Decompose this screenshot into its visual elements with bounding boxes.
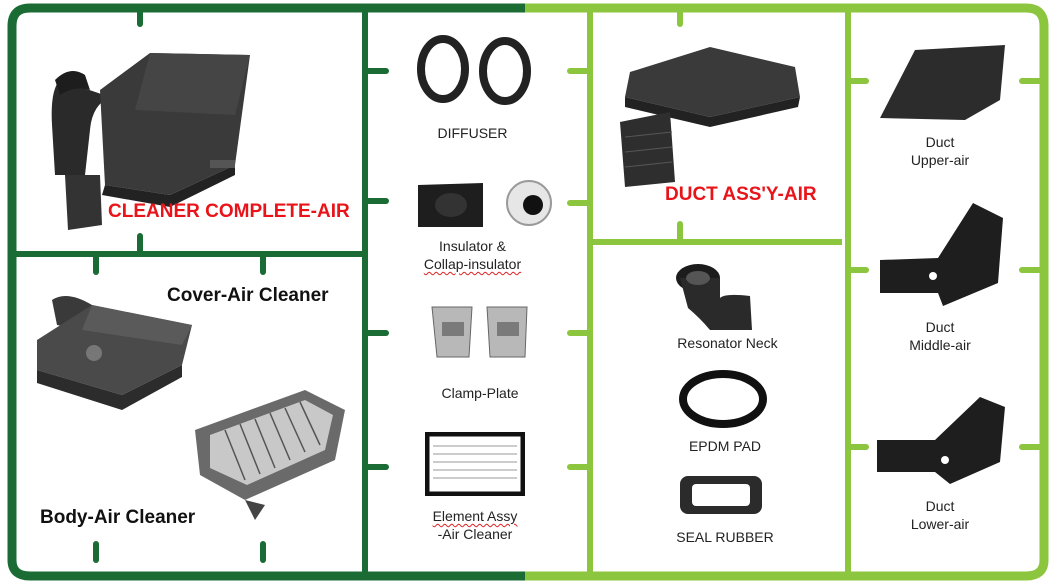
seal-rubber-image xyxy=(680,476,762,514)
resonator-neck-label: Resonator Neck xyxy=(677,335,778,351)
body-air-cleaner-label: Body-Air Cleaner xyxy=(40,507,196,528)
diffuser-label: DIFFUSER xyxy=(437,125,508,141)
element-assy-label-1-text: Element Assy xyxy=(432,508,518,524)
duct-assy-label: DUCT ASS'Y-AIR xyxy=(665,184,817,205)
element-assy-label-2: -Air Cleaner xyxy=(437,526,513,542)
cover-air-cleaner-label: Cover-Air Cleaner xyxy=(167,285,329,306)
insulator-label-2: Collap-insulator xyxy=(400,255,545,273)
resonator-neck-image xyxy=(676,264,752,330)
clamp-plate-image xyxy=(431,306,528,358)
body-air-cleaner-image xyxy=(195,390,345,520)
duct-lower-label-2: Lower-air xyxy=(910,516,970,532)
duct-middle-label-1: Duct xyxy=(925,319,955,335)
epdm-pad-image xyxy=(679,370,767,428)
element-assy-label-1: Element Assy xyxy=(405,507,545,525)
duct-assy-image xyxy=(620,47,800,187)
duct-upper-label-1: Duct xyxy=(925,134,955,150)
element-assy-image xyxy=(425,432,525,496)
duct-upper-label-2: Upper-air xyxy=(910,152,970,168)
seal-rubber-label: SEAL RUBBER xyxy=(676,529,774,545)
insulator-image xyxy=(418,180,552,227)
duct-lower-image xyxy=(877,397,1005,484)
cover-air-cleaner-image xyxy=(37,296,192,410)
epdm-pad-label: EPDM PAD xyxy=(688,438,762,454)
duct-middle-label-2: Middle-air xyxy=(909,337,971,353)
insulator-label-2-text: Collap-insulator xyxy=(423,256,522,272)
clamp-plate-label: Clamp-Plate xyxy=(441,385,519,401)
insulator-label-1: Insulator & xyxy=(439,238,506,254)
air-cleaner-assembly-image xyxy=(51,53,250,230)
duct-upper-image xyxy=(880,45,1005,120)
diffuser-image xyxy=(417,35,531,105)
duct-lower-label-1: Duct xyxy=(925,498,955,514)
duct-middle-image xyxy=(880,203,1003,306)
cleaner-complete-label: CLEANER COMPLETE-AIR xyxy=(108,201,350,222)
